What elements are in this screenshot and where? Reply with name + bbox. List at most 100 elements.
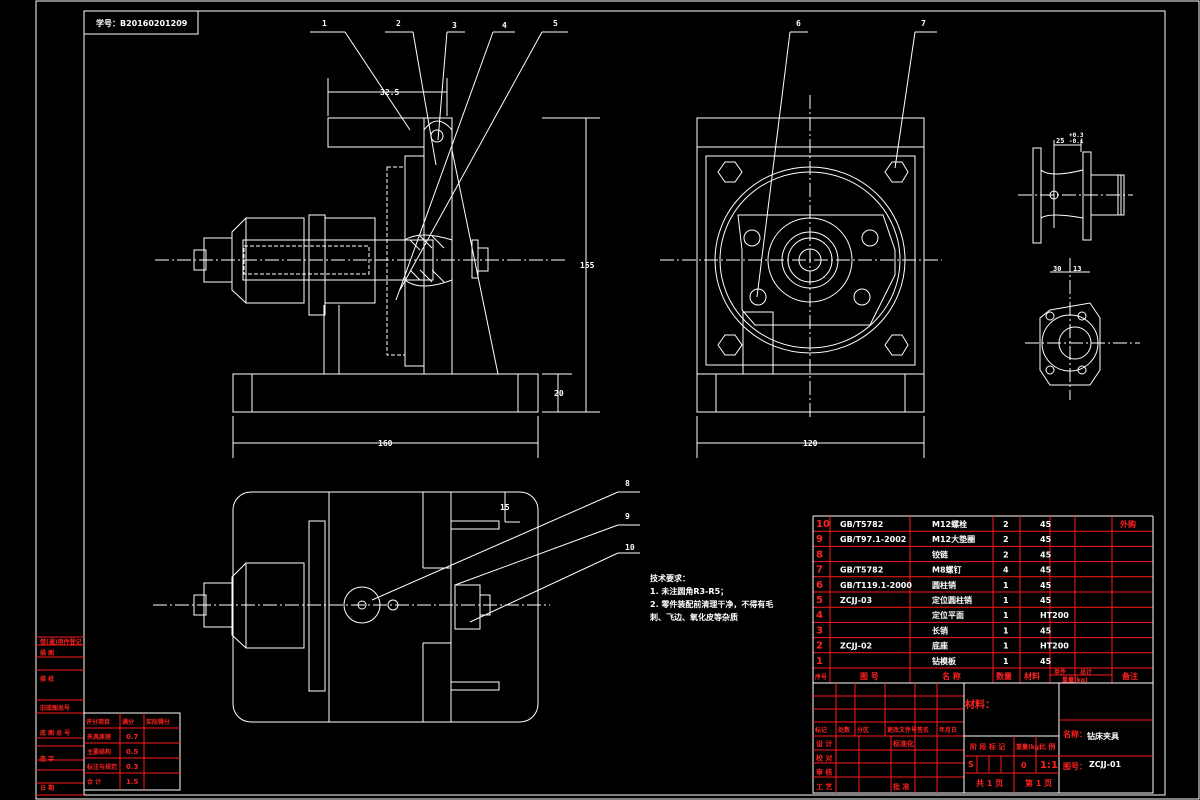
balloon-5: 5 — [553, 19, 558, 28]
bom-header-material: 材料 — [1024, 671, 1040, 681]
bom-no: 8 — [816, 549, 823, 560]
tech-req-line1: 1. 未注圆角R3-R5； — [650, 586, 728, 597]
bom-material: 45 — [1040, 535, 1052, 544]
sheet-no: 第 1 页 — [1025, 778, 1052, 788]
score-header: 实际得分 — [146, 718, 170, 726]
weight-label: 重量(kg) — [1016, 743, 1042, 751]
detail-views: 25 +0.3 -0.1 30 13 — [1018, 132, 1140, 400]
score-item: 主要结构 — [87, 748, 111, 756]
sign-row-label: 设 计 — [816, 739, 832, 748]
bom-part-name: 底座 — [931, 641, 948, 651]
bom-part-name: 定位圆柱销 — [931, 595, 972, 605]
left-strip-label: 描 图 — [40, 649, 54, 657]
dim-front-base: 20 — [554, 389, 564, 398]
dim-detail-a: 25 — [1056, 137, 1064, 145]
tech-req-line2: 2. 零件装配前清理干净，不得有毛 — [650, 599, 773, 609]
bom-part-name: 铰链 — [932, 549, 949, 559]
bom-code: GB/T5782 — [840, 520, 883, 529]
bom-qty: 2 — [1003, 520, 1009, 529]
bom-qty: 2 — [1003, 550, 1009, 559]
bom-note: 外购 — [1120, 519, 1136, 529]
bom-row: 10 GB/T5782 M12螺栓 2 45 外购 — [816, 519, 1136, 530]
bom-no: 3 — [816, 625, 823, 636]
balloon-10: 10 — [625, 543, 635, 552]
stage-label: 阶 段 标 记 — [970, 742, 1005, 751]
base-plate — [232, 373, 539, 413]
bom-qty: 1 — [1003, 642, 1009, 651]
bom-material: 45 — [1040, 626, 1052, 635]
bom-material: 45 — [1040, 581, 1052, 590]
bom-material: HT200 — [1040, 642, 1069, 651]
score-header: 评分项目 — [86, 718, 110, 726]
bom-code: GB/T119.1-2000 — [840, 581, 912, 590]
bom-header-total: 总计 — [1080, 668, 1092, 676]
bom-header-no: 序号 — [814, 673, 827, 681]
dim-front-width: 160 — [378, 439, 393, 448]
stage-value: S — [968, 760, 974, 769]
score-header: 满分 — [122, 718, 134, 726]
bom-no: 10 — [816, 519, 830, 530]
dim-detail-a-tol-upper: +0.3 — [1069, 132, 1084, 139]
left-strip-label: 底 图 总 号 — [40, 729, 70, 737]
bom-header-note: 备注 — [1121, 671, 1138, 681]
bom-material: 45 — [1040, 657, 1052, 666]
balloon-7: 7 — [921, 19, 926, 28]
revision-header: 更改文件号 — [887, 726, 917, 734]
drill-plate — [327, 117, 425, 148]
name-label: 名称： — [1063, 729, 1087, 739]
balloon-9: 9 — [625, 512, 630, 521]
bom-qty: 1 — [1003, 657, 1009, 666]
outer-frame — [35, 0, 1200, 800]
top-view: 8 9 10 15 — [153, 479, 640, 723]
balloon-4: 4 — [502, 21, 507, 30]
approve-label: 批 准 — [893, 782, 909, 791]
bom-no: 6 — [816, 580, 823, 591]
balloon-2: 2 — [396, 19, 401, 28]
bom-header-name: 名 称 — [942, 671, 961, 681]
revision-header: 标记 — [814, 726, 827, 734]
left-strip-label: 描 校 — [40, 675, 55, 683]
bom-no: 9 — [816, 534, 823, 545]
drawing-no: ZCJJ-01 — [1089, 760, 1122, 769]
bom-material: 45 — [1040, 520, 1052, 529]
bom-row: 9 GB/T97.1-2002 M12大垫圈 2 45 — [816, 534, 1052, 545]
bom-part-name: M12螺栓 — [932, 519, 967, 529]
revision-header: 年月日 — [939, 726, 957, 734]
left-strip-label: 日 期 — [40, 784, 54, 792]
balloon-1: 1 — [322, 19, 327, 28]
bom-header-qty: 数量 — [996, 671, 1012, 681]
bom-no: 4 — [816, 610, 823, 621]
bom-qty: 1 — [1003, 581, 1009, 590]
base-outline — [232, 491, 539, 723]
sign-row-label: 审 核 — [816, 768, 832, 777]
dim-front-height: 155 — [580, 261, 595, 270]
bom-no: 5 — [816, 595, 823, 606]
left-strip-label: 旧底图总号 — [40, 704, 70, 712]
bom-code: ZCJJ-02 — [840, 642, 872, 651]
bom-part-name: 圆柱销 — [932, 580, 956, 590]
bom-code: GB/T97.1-2002 — [840, 535, 906, 544]
technical-requirements: 技术要求： 1. 未注圆角R3-R5； 2. 零件装配前清理干净，不得有毛 刺、… — [649, 573, 773, 622]
score-full: 0.7 — [126, 733, 139, 741]
bom-qty: 4 — [1003, 566, 1009, 575]
bom-header-single: 单件 — [1054, 668, 1066, 676]
tech-req-title: 技术要求： — [650, 573, 690, 583]
bom-qty: 2 — [1003, 535, 1009, 544]
revision-header: 签名 — [916, 726, 929, 734]
score-item: 标注与规范 — [86, 763, 117, 771]
front-view: 1 2 3 4 5 32.5 155 20 160 — [155, 19, 600, 458]
bom-part-name: M12大垫圈 — [932, 534, 975, 544]
tech-req-line3: 刺、飞边、氧化皮等杂质 — [649, 612, 738, 622]
drawing-no-label: 图号： — [1063, 762, 1087, 771]
hex-nut — [203, 237, 233, 283]
